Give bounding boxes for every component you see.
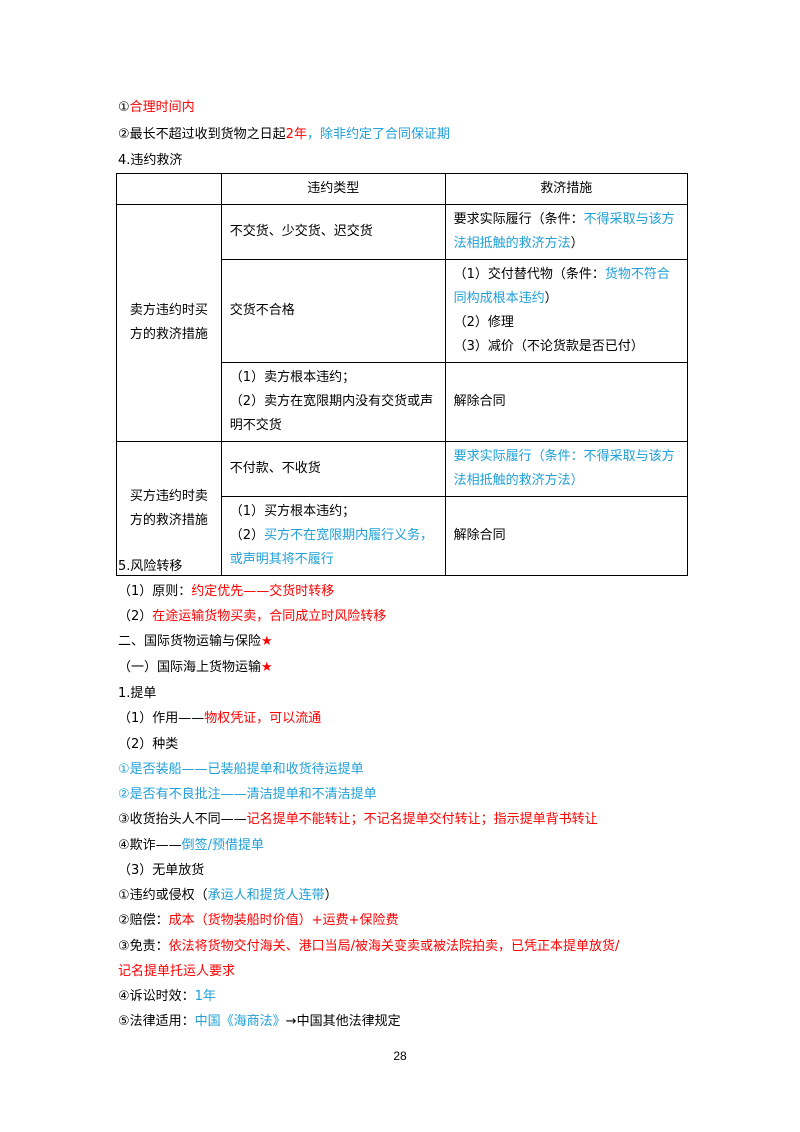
remedy-cell: 要求实际履行（条件：不得采取与该方法相抵触的救济方法） xyxy=(444,441,689,497)
chapter-heading-transport: 二、国际货物运输与保险★ xyxy=(118,632,273,652)
note-text: 1年 xyxy=(194,989,216,1004)
body-text: ） xyxy=(324,888,338,903)
breach-item: （2）买方不在宽限期内履行义务，或声明其将不履行 xyxy=(230,524,437,572)
no-bl-compensation: ②赔偿：成本（货物装船时价值）+运费+保险费 xyxy=(118,911,398,931)
note-text: 不得采取与该方法相抵触的救济方法 xyxy=(453,212,675,251)
body-text: →中国其他法律规定 xyxy=(285,1014,401,1029)
body-text: ①违约或侵权（ xyxy=(118,888,208,903)
header-cell: 违约类型 xyxy=(220,173,446,205)
remedy-cell: （1）交付替代物（条件：货物不符合同构成根本违约） （2）修理 （3）减价（不论… xyxy=(444,259,689,363)
table-row: （1）买方根本违约； （2）买方不在宽限期内履行义务，或声明其将不履行 解除合同 xyxy=(117,496,689,576)
highlight-text: 约定优先——交货时转移 xyxy=(191,584,335,599)
remedy-item: （2）修理 xyxy=(453,315,514,330)
limitation-period: ④诉讼时效：1年 xyxy=(118,987,216,1007)
table-header-row: 违约类型 救济措施 xyxy=(116,173,689,205)
header-cell xyxy=(116,173,222,205)
header-cell: 救济措施 xyxy=(444,173,689,205)
no-bl-exemption: ③免责：依法将货物交付海关、港口当局/被海关变卖或被法院拍卖，已凭正本提单放货/ xyxy=(118,937,619,957)
note-text: ，除非约定了合同保证期 xyxy=(306,127,450,142)
item-number: ② xyxy=(118,127,130,142)
applicable-law: ⑤法律适用：中国《海商法》→中国其他法律规定 xyxy=(118,1012,401,1032)
note-text: 中国《海商法》 xyxy=(194,1014,286,1029)
bl-function: （1）作用——物权凭证，可以流通 xyxy=(118,709,321,729)
star-icon: ★ xyxy=(261,660,273,675)
highlight-text: 依法将货物交付海关、港口当局/被海关变卖或被法院拍卖，已凭正本提单放货/ xyxy=(168,939,620,954)
section-heading-risk: 5.风险转移 xyxy=(118,559,183,574)
breach-item: （1）买方根本违约； xyxy=(229,504,356,519)
body-text: ） xyxy=(544,291,558,306)
clause-reasonable-time: ①合理时间内 xyxy=(118,98,195,118)
breach-type-cell: （1）买方根本违约； （2）买方不在宽限期内履行义务，或声明其将不履行 xyxy=(220,496,446,576)
remedy-item: （1）交付替代物（条件：货物不符合同构成根本违约） xyxy=(454,263,679,311)
heading-text: 二、国际货物运输与保险 xyxy=(118,634,262,649)
bl-type-shipped: ①是否装船——已装船提单和收货待运提单 xyxy=(118,762,364,777)
body-text: 要求实际履行（条件： xyxy=(453,212,584,227)
body-text: （2） xyxy=(118,609,153,624)
body-text: ⑤法律适用： xyxy=(118,1014,195,1029)
highlight-text: 2年 xyxy=(285,127,307,142)
body-text: ④诉讼时效： xyxy=(118,989,195,1004)
body-text: （1）交付替代物（条件： xyxy=(453,267,605,282)
no-bl-delivery-heading: （3）无单放货 xyxy=(118,863,205,878)
body-text: ④欺诈—— xyxy=(118,838,182,853)
section-heading-remedies: 4.违约救济 xyxy=(118,153,183,168)
breach-type-cell: 不付款、不收货 xyxy=(220,441,446,497)
body-text: ） xyxy=(570,236,584,251)
body-text: ②赔偿： xyxy=(118,913,169,928)
heading-text: （一）国际海上货物运输 xyxy=(118,660,262,675)
note-text: 货物不符合同构成根本违约 xyxy=(453,267,670,306)
heading-bill-of-lading: 1.提单 xyxy=(118,686,157,701)
breach-type-cell: （1）卖方根本违约； （2）卖方在宽限期内没有交货或声明不交货 xyxy=(220,362,446,442)
body-text: ③收货抬头人不同—— xyxy=(118,812,247,827)
table-row: 交货不合格 （1）交付替代物（条件：货物不符合同构成根本违约） （2）修理 （3… xyxy=(117,259,689,363)
bl-type-clean: ②是否有不良批注——清洁提单和不清洁提单 xyxy=(118,787,377,802)
risk-principle: （1）原则：约定优先——交货时转移 xyxy=(118,582,334,602)
body-text: ③免责： xyxy=(118,939,169,954)
remedy-item: （3）减价（不论货款是否已付） xyxy=(453,339,644,354)
group-cell-seller-breach: 卖方违约时买方的救济措施 xyxy=(116,204,222,442)
star-icon: ★ xyxy=(261,634,273,649)
item-number: ① xyxy=(118,100,130,115)
breach-type-cell: 不交货、少交货、迟交货 xyxy=(220,204,446,260)
body-text: （1）原则： xyxy=(118,584,192,599)
body-text: 最长不超过收到货物之日起 xyxy=(129,127,286,142)
no-bl-exemption-cont: 记名提单托运人要求 xyxy=(118,964,236,979)
table-row: 卖方违约时买方的救济措施 不交货、少交货、迟交货 要求实际履行（条件：不得采取与… xyxy=(116,204,689,442)
bl-types-heading: （2）种类 xyxy=(118,737,179,752)
remedy-table: 违约类型 救济措施 卖方违约时买方的救济措施 不交货、少交货、迟交货 要求实际履… xyxy=(116,173,689,576)
body-text: （2） xyxy=(229,528,265,543)
highlight-text: 合理时间内 xyxy=(129,100,195,115)
table-row: 买方违约时卖方的救济措施 不付款、不收货 要求实际履行（条件：不得采取与该方法相… xyxy=(116,441,689,576)
highlight-text: 在途运输货物买卖，合同成立时风险转移 xyxy=(152,609,387,624)
body-text: （1）作用—— xyxy=(118,711,205,726)
bl-type-consignee: ③收货抬头人不同——记名提单不能转让；不记名提单交付转让；指示提单背书转让 xyxy=(118,810,598,830)
remedy-cell: 要求实际履行（条件：不得采取与该方法相抵触的救济方法） xyxy=(444,204,689,260)
highlight-text: 物权凭证，可以流通 xyxy=(204,711,322,726)
breach-type-cell: 交货不合格 xyxy=(220,259,446,363)
remedy-cell: 解除合同 xyxy=(444,362,689,442)
subheading-sea-transport: （一）国际海上货物运输★ xyxy=(118,658,273,678)
note-text: 承运人和提货人连带 xyxy=(207,888,325,903)
group-cell-buyer-breach: 买方违约时卖方的救济措施 xyxy=(116,441,222,576)
note-text: 买方不在宽限期内履行义务，或声明其将不履行 xyxy=(229,528,434,567)
risk-in-transit: （2）在途运输货物买卖，合同成立时风险转移 xyxy=(118,607,386,627)
breach-item: （1）卖方根本违约； xyxy=(229,370,356,385)
remedy-cell: 解除合同 xyxy=(444,496,689,576)
clause-max-period: ②最长不超过收到货物之日起2年，除非约定了合同保证期 xyxy=(118,125,450,145)
breach-item: （2）卖方在宽限期内没有交货或声明不交货 xyxy=(229,394,434,433)
highlight-text: 记名提单不能转让；不记名提单交付转让；指示提单背书转让 xyxy=(246,812,598,827)
note-text: 倒签/预借提单 xyxy=(181,838,265,853)
page-number: 28 xyxy=(393,1049,407,1063)
bl-fraud: ④欺诈——倒签/预借提单 xyxy=(118,836,264,856)
no-bl-liability: ①违约或侵权（承运人和提货人连带） xyxy=(118,886,338,906)
highlight-text: 成本（货物装船时价值）+运费+保险费 xyxy=(168,913,399,928)
